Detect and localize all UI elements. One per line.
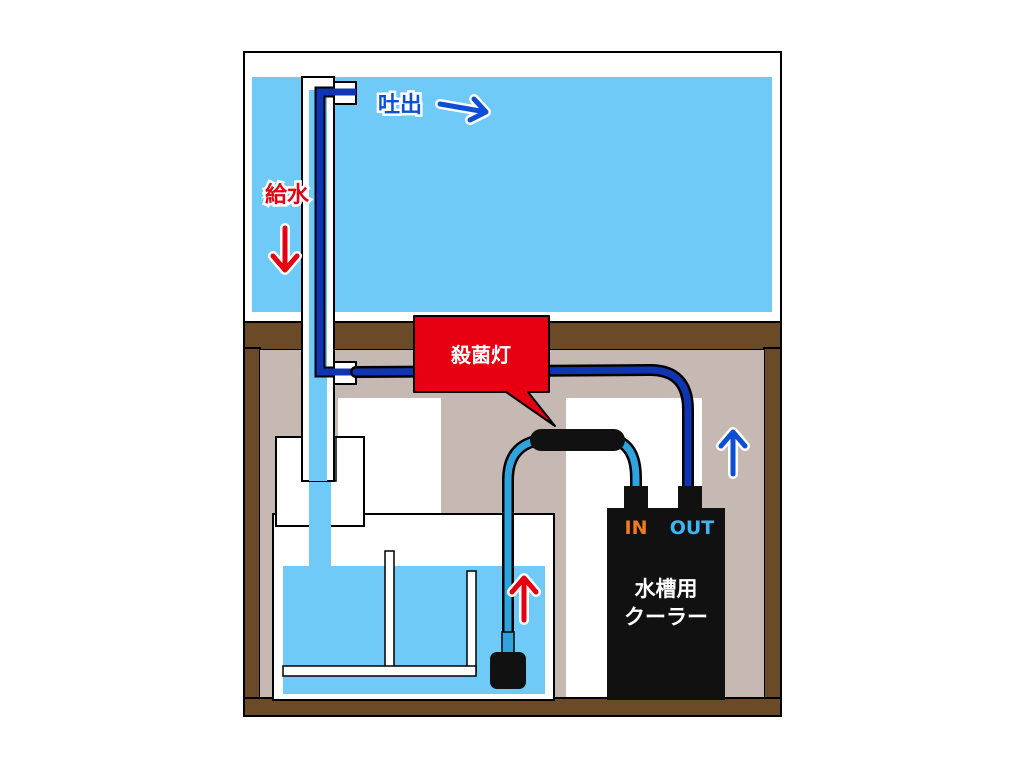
drain-water-fall [309,481,331,571]
uv-sterilizer [530,429,625,451]
pump [490,631,526,689]
cabinet-left-post [243,347,261,701]
cooler-out-label: OUT [670,517,715,539]
cabinet-right-post [763,347,782,701]
cooler-name-line1: 水槽用 [635,577,698,601]
tank-water [252,77,772,312]
supply-label: 給水 [265,182,310,208]
sump-baffle [466,570,477,673]
outlet-label: 吐出 [378,93,422,118]
cooler-in-label: IN [625,517,648,539]
arrow-right-icon [435,94,491,125]
cooler-body [607,508,725,700]
cooler-out-port [678,486,702,510]
sump-baffle [384,550,395,673]
supply-pipe [301,76,357,482]
sterilizer-callout: 殺菌灯 [413,315,556,427]
aquarium-cooler: IN OUT 水槽用 クーラー [607,486,725,700]
sterilizer-label: 殺菌灯 [450,343,511,367]
cooler-in-port [624,486,648,510]
arrow-down-icon [268,223,302,275]
cooler-name-line2: クーラー [624,605,708,629]
sump-floor-plate [282,665,477,677]
arrow-up-icon [716,427,750,479]
arrow-up-icon [507,573,541,625]
